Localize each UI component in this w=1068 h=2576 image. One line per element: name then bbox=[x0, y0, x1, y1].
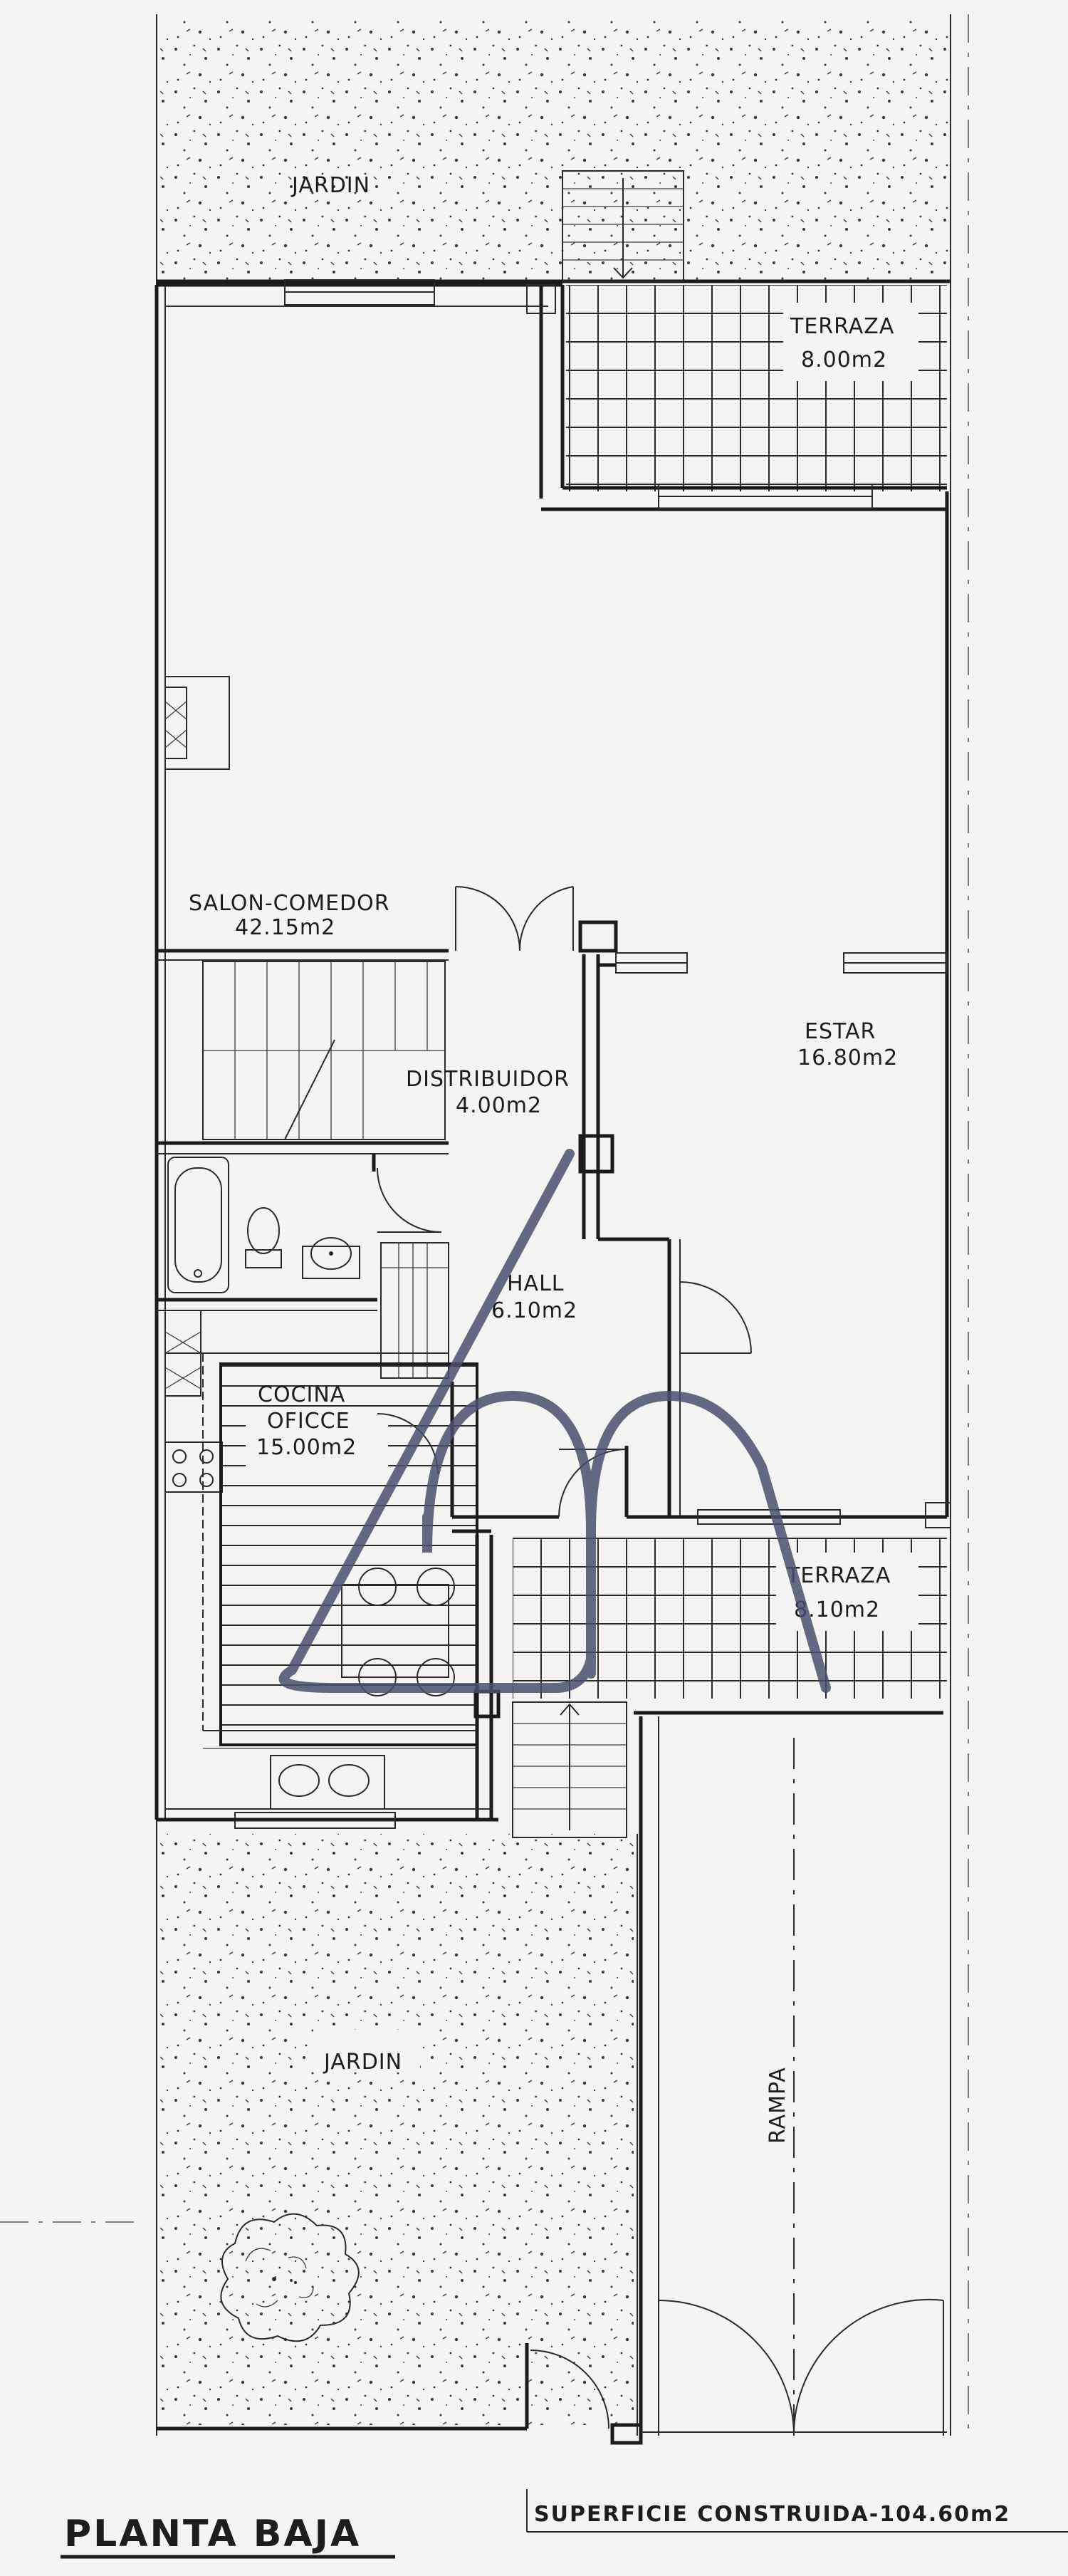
salon-area: 42.15m2 bbox=[235, 915, 335, 940]
estar-area: 16.80m2 bbox=[797, 1045, 898, 1070]
stairs-garden-top bbox=[562, 170, 684, 282]
tree bbox=[220, 2213, 360, 2342]
ramp-label: RAMPA bbox=[765, 2067, 790, 2144]
terrace-top-area: 8.00m2 bbox=[801, 348, 887, 372]
stairs-terrace-bottom bbox=[512, 1701, 627, 1838]
garden-top-label: JARDIN bbox=[290, 173, 370, 198]
estar-label: ESTAR bbox=[805, 1019, 876, 1044]
ramp: RAMPA bbox=[634, 1711, 944, 2436]
surface-label: SUPERFICIE CONSTRUIDA-104.60m2 bbox=[534, 2502, 1010, 2527]
plan-title: PLANTA BAJA bbox=[64, 2513, 361, 2555]
interior-walls bbox=[157, 886, 951, 1528]
kitchen-label-2: OFICCE bbox=[267, 1409, 350, 1434]
staircase bbox=[202, 961, 446, 1140]
terrace-bottom: TERRAZA 8.10m2 bbox=[513, 1538, 947, 1699]
garden-top: JARDIN bbox=[157, 18, 951, 283]
garden-bottom-label: JARDIN bbox=[323, 2050, 402, 2075]
salon-comedor: SALON-COMEDOR 42.15m2 bbox=[189, 891, 390, 940]
watermark-logo bbox=[278, 1149, 831, 1693]
title-block: PLANTA BAJA SUPERFICIE CONSTRUIDA-104.60… bbox=[61, 2489, 1068, 2559]
distribuidor: DISTRIBUIDOR 4.00m2 bbox=[406, 1067, 570, 1118]
terrace-top: TERRAZA 8.00m2 bbox=[566, 285, 947, 491]
terrace-top-label: TERRAZA bbox=[790, 314, 894, 339]
salon-label: SALON-COMEDOR bbox=[189, 891, 390, 916]
kitchen-area: 15.00m2 bbox=[256, 1435, 357, 1460]
terrace-bottom-label: TERRAZA bbox=[786, 1563, 891, 1588]
distribuidor-label: DISTRIBUIDOR bbox=[406, 1067, 570, 1092]
fireplace bbox=[164, 676, 230, 770]
garden-bottom: JARDIN bbox=[157, 1834, 947, 2445]
kitchen-label: COCINA bbox=[258, 1382, 345, 1407]
hall-area: 6.10m2 bbox=[491, 1298, 577, 1323]
estar: ESTAR 16.80m2 bbox=[797, 1019, 898, 1070]
distribuidor-area: 4.00m2 bbox=[456, 1093, 542, 1118]
house-walls bbox=[155, 279, 949, 1820]
bathroom bbox=[157, 1141, 449, 1311]
hall-label: HALL bbox=[507, 1271, 565, 1296]
kitchen: COCINA OFICCE 15.00m2 bbox=[157, 1310, 501, 1829]
